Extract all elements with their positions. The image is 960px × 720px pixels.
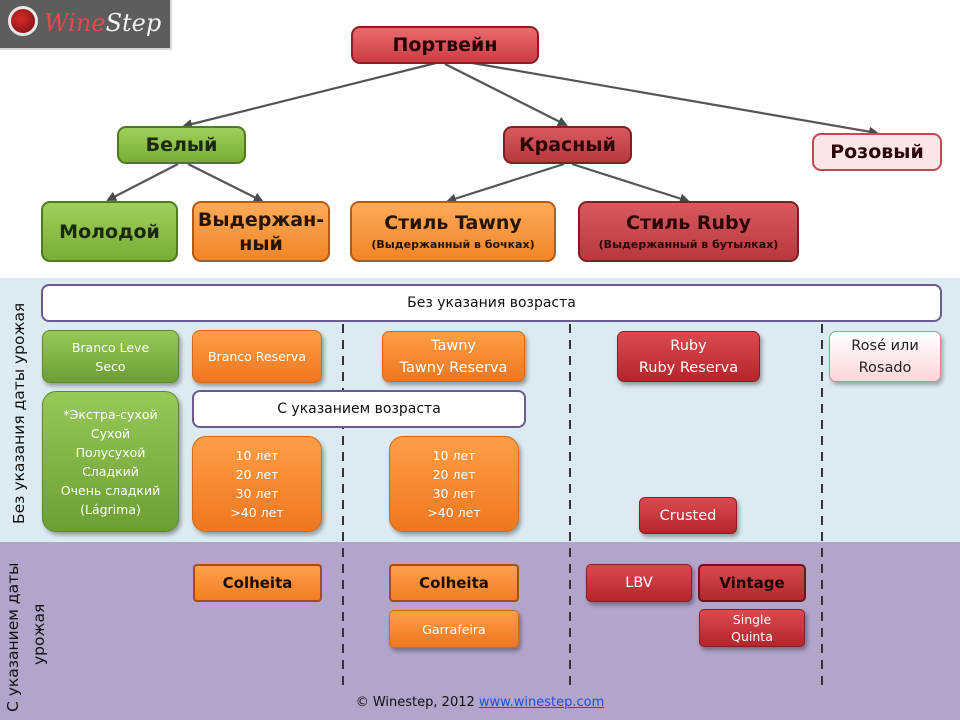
- footer-copyright: © Winestep, 2012: [355, 695, 475, 710]
- tawny-age-item: 10 лет: [432, 448, 476, 463]
- vintage-label-line2: урожая: [30, 603, 48, 665]
- wine-glass-icon: [8, 6, 38, 36]
- ruby-style-title: Стиль Ruby: [626, 212, 751, 234]
- branco-reserva-box: Branco Reserva: [192, 330, 322, 383]
- sweetness-item: Сухой: [90, 425, 131, 441]
- ruby-style-node: Стиль Ruby (Выдержанный в бутылках): [578, 201, 799, 262]
- single-quinta-line2: Quinta: [731, 629, 773, 644]
- branco-leve-seco-box: Branco Leve Seco: [42, 330, 179, 383]
- tawny-age-item: >40 лет: [427, 505, 481, 520]
- sweetness-levels-box: *Экстра-сухой Сухой Полусухой Сладкий Оч…: [42, 391, 179, 532]
- ruby-line2: Ruby Reserva: [638, 359, 739, 376]
- logo-text-step: Step: [105, 9, 162, 37]
- arrow-white-young: [106, 163, 179, 201]
- sweetness-item: (Lágrima): [80, 501, 141, 517]
- white-age-item: >40 лет: [230, 505, 284, 520]
- rose-label: Розовый: [830, 141, 924, 163]
- young-node: Молодой: [41, 201, 178, 262]
- footer: © Winestep, 2012 www.winestep.com: [0, 695, 960, 710]
- sweetness-item: *Экстра-сухой: [63, 406, 158, 422]
- ruby-line1: Ruby: [670, 337, 707, 354]
- vintage-label-line1: С указанием даты: [4, 562, 22, 712]
- single-quinta-box: Single Quinta: [699, 609, 805, 647]
- colheita-tawny-label: Colheita: [419, 574, 489, 592]
- logo-text-wine: Wine: [44, 9, 106, 37]
- ruby-box: Ruby Ruby Reserva: [617, 331, 760, 382]
- tawny-ages-box: 10 лет 20 лет 30 лет >40 лет: [389, 436, 519, 532]
- white-label: Белый: [145, 134, 218, 156]
- with-age-label: С указанием возраста: [277, 401, 441, 417]
- rose-node: Розовый: [812, 133, 942, 171]
- colheita-white-label: Colheita: [222, 574, 293, 592]
- tawny-style-title: Стиль Tawny: [384, 212, 522, 234]
- rose-rosado-box: Rosé или Rosado: [829, 331, 941, 382]
- crusted-box: Crusted: [639, 497, 737, 534]
- red-label: Красный: [519, 134, 616, 156]
- rose-line2: Rosado: [858, 359, 912, 376]
- white-node: Белый: [117, 126, 246, 164]
- tawny-style-node: Стиль Tawny (Выдержанный в бочках): [350, 201, 556, 262]
- root-label: Портвейн: [392, 34, 498, 56]
- white-age-item: 10 лет: [235, 448, 279, 463]
- arrow-red-ruby: [571, 162, 690, 204]
- single-quinta-line1: Single: [732, 612, 772, 627]
- colheita-white-box: Colheita: [193, 564, 322, 602]
- tawny-age-item: 20 лет: [432, 467, 476, 482]
- tawny-age-item: 30 лет: [432, 486, 476, 501]
- white-age-item: 20 лет: [235, 467, 279, 482]
- sweetness-item: Очень сладкий: [60, 482, 161, 498]
- no-vintage-label: Без указания даты урожая: [10, 302, 28, 524]
- vintage-box: Vintage: [698, 564, 806, 602]
- rose-line1: Rosé или: [851, 337, 919, 354]
- arrow-root-red: [444, 63, 568, 126]
- root-port-node: Портвейн: [351, 26, 539, 64]
- young-label: Молодой: [59, 220, 160, 243]
- tawny-box: Tawny Tawny Reserva: [382, 331, 525, 382]
- colheita-tawny-box: Colheita: [389, 564, 519, 602]
- tawny-line1: Tawny: [431, 337, 476, 354]
- no-age-label: Без указания возраста: [407, 295, 576, 311]
- branco-leve-line2: Seco: [95, 358, 126, 374]
- lbv-label: LBV: [625, 575, 653, 591]
- garrafeira-label: Garrafeira: [422, 621, 486, 637]
- arrow-white-aged: [187, 163, 264, 202]
- arrow-red-tawny: [446, 162, 565, 204]
- tawny-line2: Tawny Reserva: [399, 359, 508, 376]
- tawny-style-subtitle: (Выдержанный в бочках): [371, 238, 535, 251]
- aged-node: Выдержан-ный: [192, 201, 330, 262]
- arrow-root-white: [182, 60, 441, 129]
- aged-label: Выдержан-ный: [197, 208, 325, 255]
- white-age-item: 30 лет: [235, 486, 279, 501]
- red-node: Красный: [503, 126, 632, 164]
- footer-link[interactable]: www.winestep.com: [478, 695, 605, 710]
- no-age-header: Без указания возраста: [41, 284, 942, 322]
- crusted-label: Crusted: [659, 507, 717, 524]
- garrafeira-box: Garrafeira: [389, 610, 519, 648]
- with-age-header: С указанием возраста: [192, 390, 526, 428]
- sweetness-item: Сладкий: [82, 463, 139, 479]
- branco-reserva-label: Branco Reserva: [207, 349, 306, 364]
- branco-leve-line1: Branco Leve: [71, 339, 150, 355]
- sweetness-item: Полусухой: [75, 444, 146, 460]
- white-ages-box: 10 лет 20 лет 30 лет >40 лет: [192, 436, 322, 532]
- ruby-style-subtitle: (Выдержанный в бутылках): [598, 238, 779, 251]
- winestep-logo: WineStep: [0, 0, 172, 50]
- vintage-label: Vintage: [719, 574, 785, 592]
- lbv-box: LBV: [586, 564, 692, 602]
- arrow-root-rose: [454, 58, 879, 137]
